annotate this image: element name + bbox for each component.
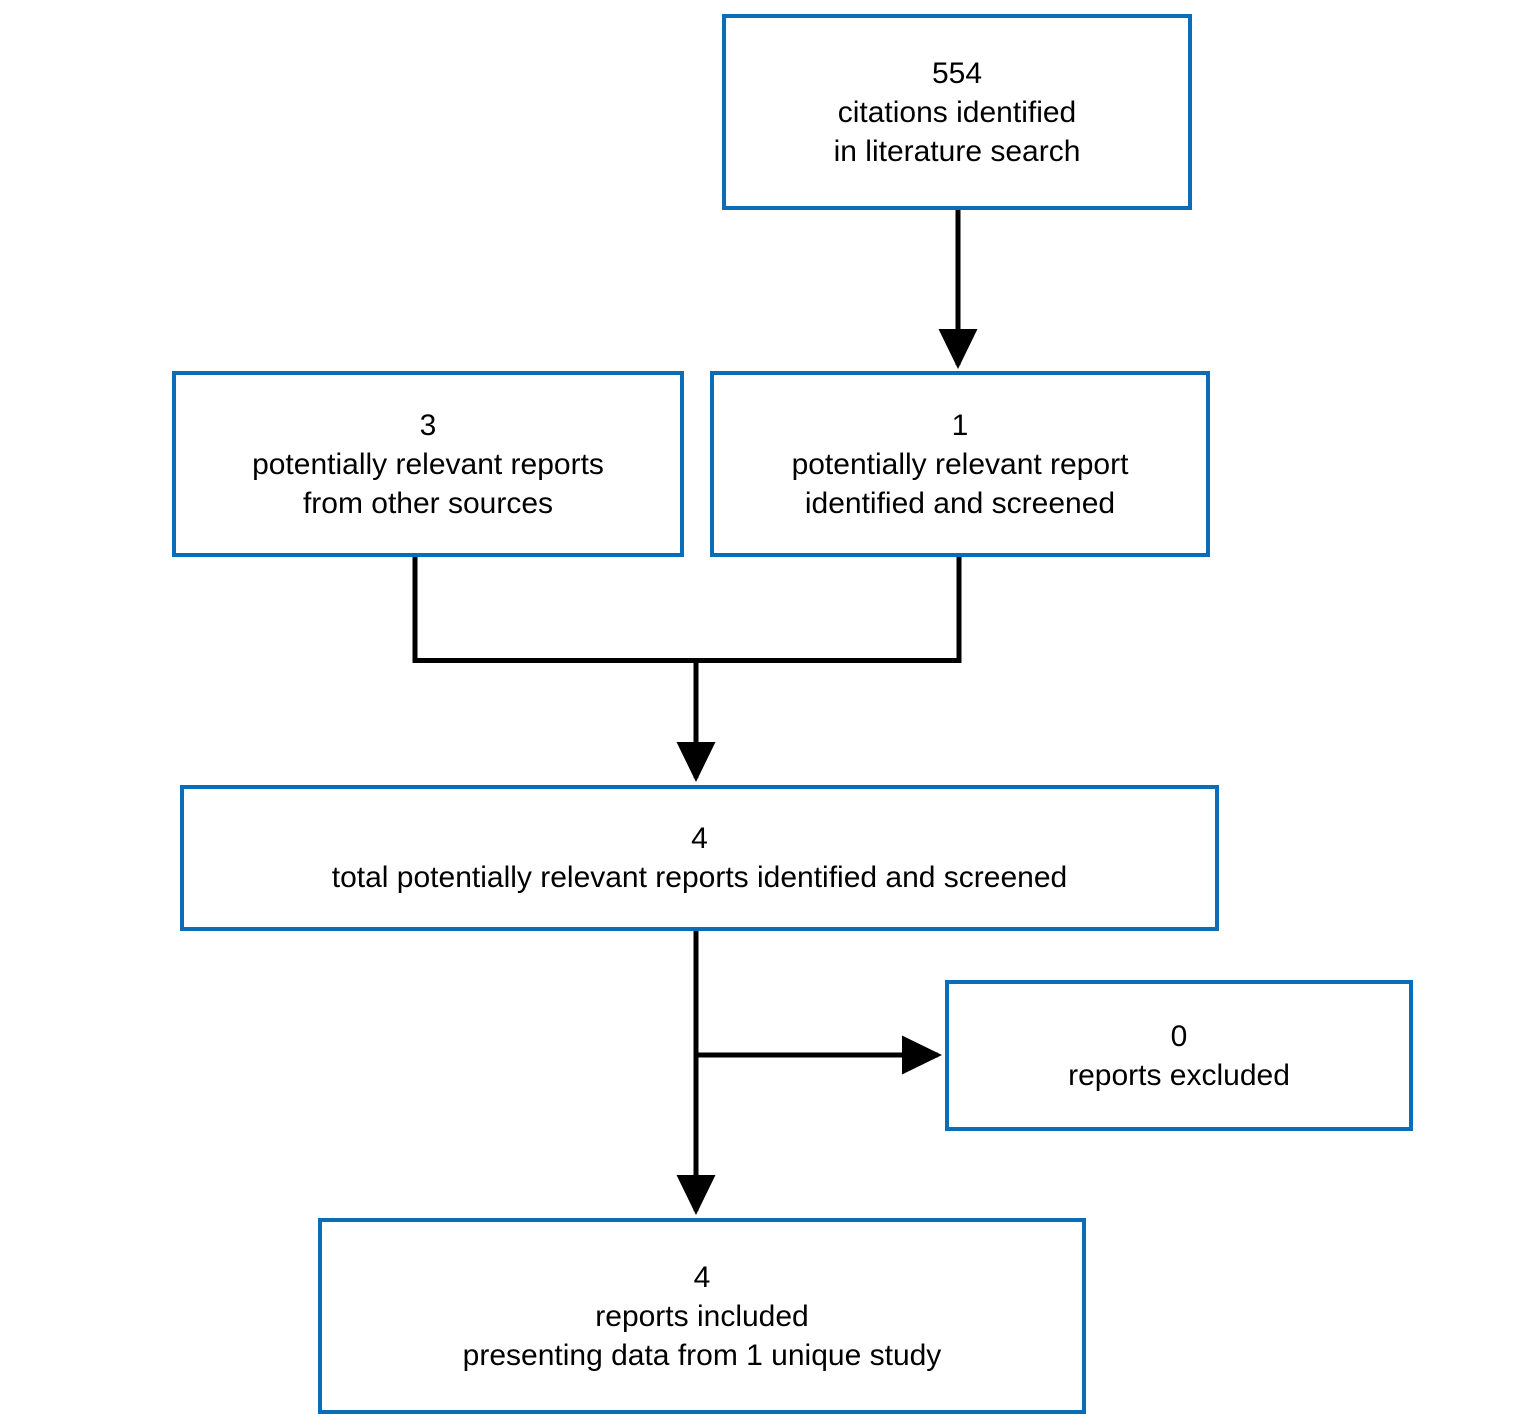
box-reports-other-sources-line2: from other sources bbox=[302, 486, 554, 520]
box-citations-identified-line1: citations identified bbox=[837, 95, 1077, 129]
box-reports-excluded-count: 0 bbox=[1170, 1019, 1188, 1053]
box-reports-included-line1: reports included bbox=[595, 1299, 809, 1333]
box-report-identified-screened-line1: potentially relevant report bbox=[791, 447, 1129, 481]
box-reports-excluded: 0 reports excluded bbox=[945, 980, 1413, 1131]
box-total-reports-screened-line1: total potentially relevant reports ident… bbox=[331, 861, 1068, 894]
box-report-identified-screened-count: 1 bbox=[951, 408, 969, 442]
box-citations-identified-count: 554 bbox=[931, 56, 983, 90]
box-total-reports-screened: 4 total potentially relevant reports ide… bbox=[180, 785, 1219, 931]
box-reports-included: 4 reports included presenting data from … bbox=[318, 1218, 1086, 1414]
box-reports-other-sources: 3 potentially relevant reports from othe… bbox=[172, 371, 684, 557]
box-total-reports-screened-count: 4 bbox=[691, 822, 708, 855]
box-report-identified-screened-line2: identified and screened bbox=[804, 486, 1116, 520]
box-citations-identified: 554 citations identified in literature s… bbox=[722, 14, 1192, 210]
box-reports-other-sources-line1: potentially relevant reports bbox=[252, 447, 604, 481]
box-reports-included-line2: presenting data from 1 unique study bbox=[462, 1338, 942, 1372]
box-reports-included-count: 4 bbox=[693, 1260, 711, 1294]
box-report-identified-screened: 1 potentially relevant report identified… bbox=[710, 371, 1210, 557]
box-reports-other-sources-count: 3 bbox=[419, 408, 437, 442]
box-citations-identified-line2: in literature search bbox=[833, 134, 1081, 168]
box-reports-excluded-line1: reports excluded bbox=[1068, 1058, 1290, 1092]
